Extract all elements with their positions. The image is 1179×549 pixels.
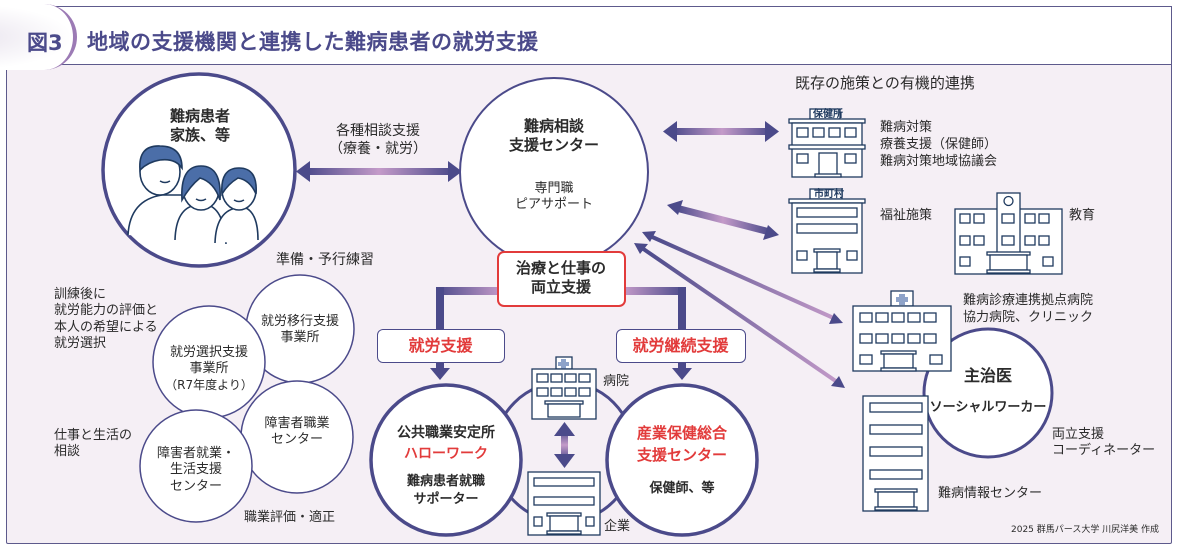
header-bar: 図3 地域の支援機関と連携した難病患者の就労支援 [0, 4, 1172, 70]
company-building-icon [527, 471, 601, 536]
header-arc-decoration [0, 4, 77, 70]
center-circle [459, 77, 649, 267]
employment-support-label: 就労支援 [408, 336, 473, 355]
selection-line: 事業所 [189, 361, 229, 377]
municipal-label: 福祉施策 [880, 208, 933, 223]
livelihood-line: 生活支援 [169, 462, 222, 478]
selection-line: （R7年度より） [165, 377, 253, 392]
hub-hospital-text: 難病診療連携拠点病院 協力病院、クリニック [963, 293, 1093, 327]
municipal-building-icon [788, 188, 866, 274]
selection-line: 就労選択支援 [169, 345, 248, 360]
balance-line2: 両立支援 [530, 277, 591, 296]
doctor-label: 主治医 [963, 366, 1012, 385]
hub-hospital-building-icon [852, 290, 952, 372]
coordinator-text: 両立支援 コーディネーター [1052, 427, 1155, 460]
balance-text: 治療と仕事の 両立支援 [499, 259, 623, 297]
patient-line1: 難病患者 [169, 107, 230, 125]
hokenjo-line: 難病対策地域協議会 [880, 153, 998, 169]
center-line2: 支援センター [508, 135, 599, 154]
company-label: 企業 [604, 519, 631, 534]
patient-label: 難病患者 家族、等 [160, 107, 240, 145]
transition-line: 事業所 [280, 330, 320, 346]
consult-label: 各種相談支援 （療養・就労） [318, 123, 438, 158]
note-line: 本人の希望による [54, 319, 158, 335]
hellowork-circle [369, 383, 523, 537]
consult-arrow [296, 161, 462, 182]
consult-line2: （療養・就労） [329, 140, 427, 157]
hospital-company-arrow [554, 422, 575, 468]
education-label: 教育 [1069, 208, 1096, 223]
livelihood-line: 障害者就業・ [156, 446, 235, 461]
eval-label: 職業評価・適正 [244, 510, 336, 525]
doctor-circle [922, 327, 1054, 459]
livelihood-circle [139, 409, 253, 523]
transition-line: 就労移行支援 [260, 314, 339, 329]
branch-connector [430, 287, 692, 380]
center-sub: 専門職 ピアサポート [494, 181, 614, 214]
vocational-line: センター [270, 432, 323, 448]
hub-hospital-line: 協力病院、クリニック [963, 309, 1094, 325]
note-line: 相談 [54, 444, 81, 460]
info-center-building-icon [862, 395, 929, 512]
center-sub2: ピアサポート [514, 197, 593, 213]
selection-text: 就労選択支援 事業所 （R7年度より） [159, 345, 259, 393]
info-center-label: 難病情報センター [938, 486, 1043, 501]
hospital-label: 病院 [603, 374, 630, 389]
medical-arrows [634, 231, 845, 388]
hokenjo-line: 難病対策 [880, 120, 933, 135]
continued-support-label: 就労継続支援 [632, 336, 729, 355]
patient-line2: 家族、等 [169, 125, 230, 144]
note-line: 訓練後に [54, 287, 107, 302]
prep-label: 準備・予行練習 [276, 252, 374, 268]
consult-line1: 各種相談支援 [336, 123, 420, 139]
center-title: 難病相談 支援センター [494, 117, 614, 155]
livelihood-line: センター [169, 478, 222, 494]
hokenjo-text: 難病対策 療養支援（保健師） 難病対策地域協議会 [880, 120, 997, 171]
municipal-sign: 市町村 [814, 189, 844, 200]
credit: 2025 群馬パース大学 川尻洋美 作成 [1011, 525, 1160, 535]
note-line: 仕事と生活の [54, 428, 133, 443]
sanpo-line2: 支援センター [636, 445, 727, 464]
sanpo-line1: 産業保健総合 [636, 424, 727, 442]
sanpo-sub: 保健師、等 [649, 481, 715, 496]
hub-hospital-line: 難病診療連携拠点病院 [963, 293, 1094, 308]
note-line: 就労能力の評価と [54, 303, 159, 319]
hokenjo-line: 療養支援（保健師） [880, 136, 998, 152]
center-sub1: 専門職 [534, 181, 574, 196]
hellowork-sub1: 難病患者就職 [406, 474, 485, 489]
continued-support-box: 就労継続支援 [616, 329, 746, 363]
life-note: 仕事と生活の 相談 [54, 428, 132, 461]
balance-line1: 治療と仕事の [515, 259, 606, 277]
employment-support-box: 就労支援 [377, 329, 505, 363]
sanpo-circle [605, 383, 759, 537]
coordinator-line: 両立支援 [1052, 427, 1105, 442]
balance-support-box: 治療と仕事の 両立支援 [497, 251, 626, 307]
hellowork-line1: 公共職業安定所 [397, 425, 495, 441]
hokenjo-arrow [663, 121, 779, 142]
social-worker-label: ソーシャルワーカー [929, 400, 1047, 415]
existing-heading: 既存の施策との有機的連携 [795, 74, 975, 92]
sanpo-text: 産業保健総合 支援センター [617, 423, 747, 467]
vocational-text: 障害者職業 センター [247, 416, 347, 449]
hellowork-sub2: サポーター [413, 491, 479, 507]
figure-number: 図3 [27, 31, 63, 55]
hokenjo-building-icon [788, 108, 866, 178]
coordinator-line: コーディネーター [1052, 443, 1156, 459]
note-line: 就労選択 [54, 335, 107, 351]
transition-text: 就労移行支援 事業所 [250, 314, 350, 347]
hellowork-text: 公共職業安定所 ハローワーク [381, 423, 511, 465]
family-illustration-icon [127, 145, 259, 245]
municipal-arrow [667, 200, 779, 240]
school-building-icon [954, 192, 1063, 275]
livelihood-text: 障害者就業・ 生活支援 センター [146, 446, 246, 495]
selection-note: 訓練後に 就労能力の評価と 本人の希望による 就労選択 [54, 287, 158, 352]
hokenjo-sign: 保健所 [813, 109, 843, 120]
hospital-building-icon [531, 356, 597, 420]
vocational-line: 障害者職業 [264, 416, 330, 431]
hellowork-line2: ハローワーク [404, 446, 488, 462]
page-title: 地域の支援機関と連携した難病患者の就労支援 [87, 30, 539, 54]
hellowork-sub: 難病患者就職 サポーター [381, 473, 511, 508]
center-line1: 難病相談 [523, 117, 584, 135]
